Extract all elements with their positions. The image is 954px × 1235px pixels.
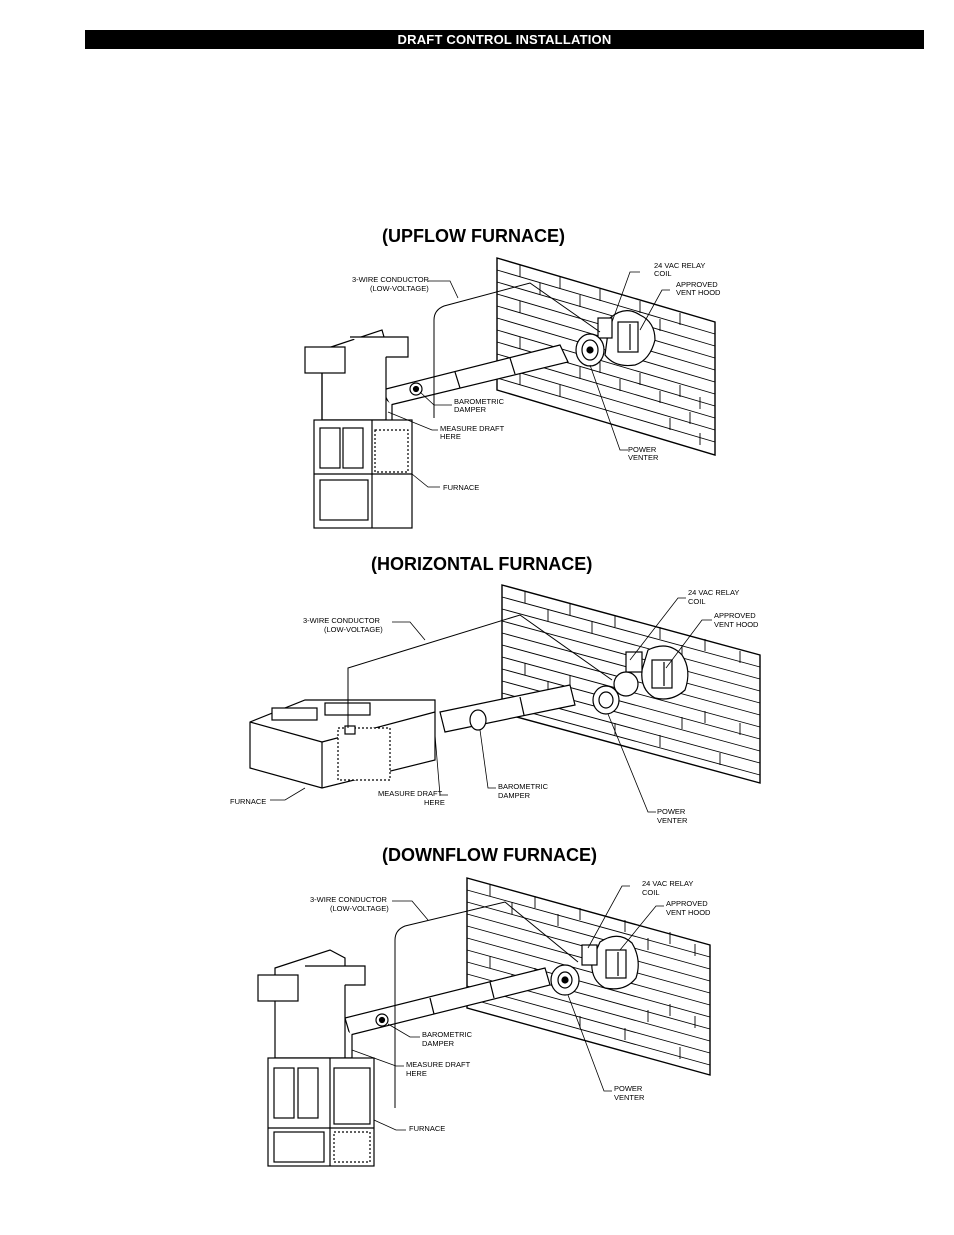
conductor-sub-label: (LOW-VOLTAGE): [324, 625, 383, 634]
page-header: DRAFT CONTROL INSTALLATION: [85, 30, 924, 49]
wiring: [433, 282, 601, 418]
power-venter: [575, 317, 613, 367]
hood-sub-label: VENT HOOD: [666, 908, 711, 917]
upflow-title: (UPFLOW FURNACE): [382, 226, 565, 246]
venter-label: POWER: [628, 445, 657, 454]
horizontal-title: (HORIZONTAL FURNACE): [371, 554, 593, 574]
leader-lines: [351, 885, 664, 1131]
conductor-label: 3-WIRE CONDUCTOR: [303, 616, 381, 625]
damper-label: BAROMETRIC: [454, 397, 505, 406]
furnace-label: FURNACE: [443, 483, 479, 492]
damper-label: BAROMETRIC: [498, 782, 549, 791]
damper-sub-label: DAMPER: [454, 405, 487, 414]
venter-label: POWER: [614, 1084, 643, 1093]
conductor-sub-label: (LOW-VOLTAGE): [370, 284, 429, 293]
conductor-label: 3-WIRE CONDUCTOR: [352, 275, 430, 284]
hood-label: APPROVED: [666, 899, 708, 908]
upflow-diagram: 3-WIRE CONDUCTOR (LOW-VOLTAGE) 24 VAC RE…: [304, 257, 721, 529]
power-venter: [550, 944, 598, 996]
vent-pipe: [439, 684, 576, 733]
upflow-labels: 3-WIRE CONDUCTOR (LOW-VOLTAGE) 24 VAC RE…: [352, 261, 721, 492]
relay-sub-label: COIL: [642, 888, 660, 897]
relay-label: 24 VAC RELAY: [642, 879, 693, 888]
venter-sub-label: VENTER: [614, 1093, 645, 1102]
damper-sub-label: DAMPER: [498, 791, 531, 800]
measure-sub-label: HERE: [406, 1069, 427, 1078]
venter-label: POWER: [657, 807, 686, 816]
relay-sub-label: COIL: [688, 597, 706, 606]
hood-sub-label: VENT HOOD: [676, 288, 721, 297]
vent-hood: [641, 645, 689, 700]
measure-label: MEASURE DRAFT: [378, 789, 443, 798]
furnace-unit: [249, 699, 436, 789]
wiring: [347, 614, 613, 728]
downflow-title: (DOWNFLOW FURNACE): [382, 845, 597, 865]
relay-label: 24 VAC RELAY: [654, 261, 705, 270]
downflow-diagram: 3-WIRE CONDUCTOR (LOW-VOLTAGE) 24 VAC RE…: [257, 877, 711, 1167]
downflow-labels: 3-WIRE CONDUCTOR (LOW-VOLTAGE) 24 VAC RE…: [310, 879, 711, 1133]
measure-sub-label: HERE: [424, 798, 445, 807]
measure-label: MEASURE DRAFT: [406, 1060, 471, 1069]
measure-label: MEASURE DRAFT: [440, 424, 505, 433]
conductor-sub-label: (LOW-VOLTAGE): [330, 904, 389, 913]
venter-sub-label: VENTER: [657, 816, 688, 825]
horizontal-labels: 3-WIRE CONDUCTOR (LOW-VOLTAGE) 24 VAC RE…: [230, 588, 759, 825]
damper-label: BAROMETRIC: [422, 1030, 473, 1039]
furnace-label: FURNACE: [230, 797, 266, 806]
hood-label: APPROVED: [714, 611, 756, 620]
furnace-unit: [257, 949, 375, 1167]
relay-label: 24 VAC RELAY: [688, 588, 739, 597]
vent-hood: [591, 935, 639, 990]
leader-lines: [387, 271, 670, 488]
furnace-label: FURNACE: [409, 1124, 445, 1133]
vent-hood: [604, 310, 656, 367]
horizontal-diagram: 3-WIRE CONDUCTOR (LOW-VOLTAGE) 24 VAC RE…: [230, 584, 761, 825]
measure-sub-label: HERE: [440, 432, 461, 441]
damper-sub-label: DAMPER: [422, 1039, 455, 1048]
venter-sub-label: VENTER: [628, 453, 659, 462]
power-venter: [592, 651, 643, 715]
wiring: [394, 901, 579, 1108]
furnace-unit: [304, 329, 413, 529]
relay-sub-label: COIL: [654, 269, 672, 278]
hood-sub-label: VENT HOOD: [714, 620, 759, 629]
conductor-label: 3-WIRE CONDUCTOR: [310, 895, 388, 904]
hood-label: APPROVED: [676, 280, 718, 289]
leader-lines: [270, 597, 712, 813]
